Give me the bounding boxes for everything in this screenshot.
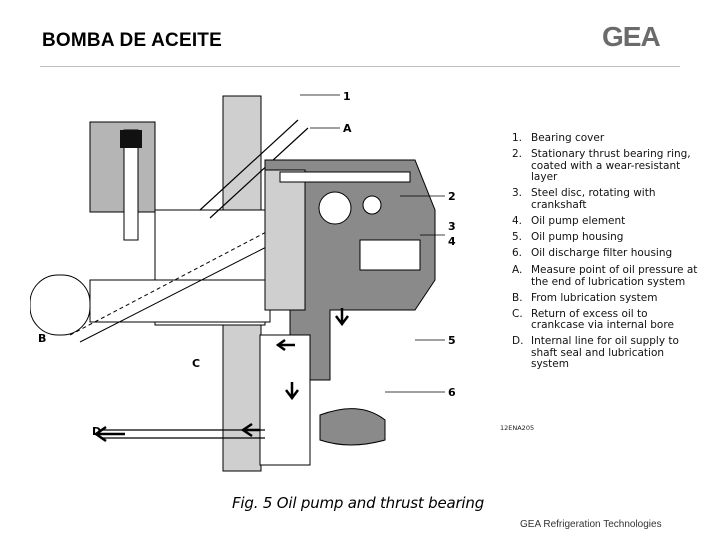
- oil-line-upper-2: [209, 127, 309, 219]
- callout-6: 6: [448, 386, 456, 399]
- legend-key: B.: [512, 291, 523, 304]
- legend-key: A.: [512, 264, 523, 276]
- callout-3: 3: [448, 220, 456, 233]
- flow-arrow-D: [93, 425, 125, 443]
- legend-text: Return of excess oil to crankcase via in…: [531, 307, 674, 331]
- legend-item: D. Internal line for oil supply to shaft …: [512, 335, 702, 371]
- figure-caption: Fig. 5 Oil pump and thrust bearing: [232, 494, 485, 512]
- legend-item: A. Measure point of oil pressure at the e…: [512, 264, 702, 288]
- legend-key: 6.: [512, 246, 523, 259]
- shaft-seal-chamber: [319, 408, 386, 446]
- filter-housing: [259, 334, 311, 466]
- bearing-cover-bolt: [279, 171, 411, 183]
- callout-C: C: [192, 357, 200, 370]
- pump-element: [359, 239, 421, 271]
- oil-line-diagonal: [69, 229, 271, 336]
- legend-item: 2. Stationary thrust bearing ring, coated…: [512, 148, 702, 184]
- legend-text: Internal line for oil supply to shaft se…: [531, 335, 679, 370]
- callout-2: 2: [448, 190, 456, 203]
- legend-text: Oil pump housing: [531, 230, 624, 243]
- legend-item: 1. Bearing cover: [512, 132, 702, 145]
- legend-item: 5. Oil pump housing: [512, 230, 702, 244]
- thrust-ring: [264, 169, 306, 311]
- legend-item: B. From lubrication system: [512, 291, 702, 305]
- callout-D: D: [92, 425, 101, 438]
- oil-line-upper: [199, 119, 299, 211]
- legend-text: From lubrication system: [531, 291, 658, 304]
- legend-text: Bearing cover: [531, 132, 605, 144]
- slide-title: BOMBA DE ACEITE: [42, 30, 222, 51]
- drawing-code: 12ENA205: [500, 424, 535, 432]
- legend-key: 5.: [512, 230, 523, 243]
- legend-key: C.: [512, 307, 523, 320]
- legend-item: 4. Oil pump element: [512, 214, 702, 228]
- callout-A: A: [343, 122, 352, 135]
- legend-item: 3. Steel disc, rotating with crankshaft: [512, 187, 702, 211]
- oil-pump-diagram: 1 A 2 3 4 5 6 B C D: [30, 90, 456, 472]
- legend-item: 6. Oil discharge filter housing: [512, 246, 702, 260]
- legend-text: Stationary thrust bearing ring, coated w…: [531, 148, 691, 183]
- legend-key: 3.: [512, 187, 523, 199]
- flow-arrow-down: [335, 308, 349, 327]
- legend-key: 1.: [512, 132, 523, 144]
- flow-arrow-down-2: [285, 382, 299, 401]
- pump-gear-small: [362, 195, 382, 215]
- gea-logo: GEA: [602, 21, 661, 52]
- crankshaft-end: [30, 274, 91, 336]
- legend-text: Measure point of oil pressure at the end…: [531, 264, 698, 288]
- legend-key: 2.: [512, 148, 523, 160]
- legend-item: C. Return of excess oil to crankcase via …: [512, 307, 702, 332]
- legend-key: 4.: [512, 214, 523, 227]
- flow-arrow-left-head: [275, 338, 286, 352]
- bolt-head-left: [120, 130, 142, 148]
- footer-text: GEA Refrigeration Technologies: [520, 519, 662, 530]
- oil-line-diagonal-2: [79, 239, 281, 343]
- legend-key: D.: [512, 335, 524, 347]
- legend-text: Oil pump element: [531, 214, 626, 227]
- legend-text: Oil discharge filter housing: [531, 246, 673, 259]
- crankshaft-body: [89, 279, 271, 323]
- callout-4: 4: [448, 235, 456, 248]
- legend: 1. Bearing cover 2. Stationary thrust beari…: [512, 132, 702, 375]
- callout-5: 5: [448, 334, 456, 347]
- flow-arrow-outlet: [240, 422, 260, 438]
- legend-text: Steel disc, rotating with crankshaft: [531, 187, 656, 211]
- logo-text: GEA: [602, 21, 660, 52]
- pump-gear: [318, 191, 352, 225]
- callout-B: B: [38, 332, 46, 345]
- title-divider: [40, 66, 680, 67]
- callout-1: 1: [343, 90, 351, 103]
